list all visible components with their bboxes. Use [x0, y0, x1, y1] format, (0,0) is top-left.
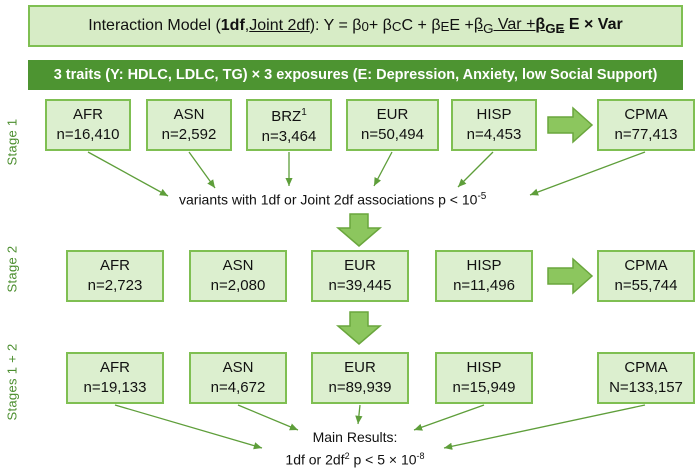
cohort-label: HISP: [476, 106, 512, 123]
header-1df: 1df: [220, 17, 245, 34]
sample-size: n=16,410: [56, 126, 120, 143]
main-results: Main Results: 1df or 2df2 p < 5 × 10-8: [270, 428, 440, 470]
header-joint: Joint 2df: [249, 17, 310, 34]
betag: β: [473, 15, 484, 33]
stage12-afr-box: AFR n=19,133: [66, 352, 164, 404]
sample-size: n=3,464: [261, 128, 317, 145]
header-plus3: E +: [449, 17, 474, 34]
sample-size: n=19,133: [83, 379, 147, 396]
sample-size: n=50,494: [361, 126, 424, 143]
connector-cpma-variants: [529, 151, 646, 196]
sample-size: n=2,592: [161, 126, 217, 143]
connector-cpma-results: [443, 404, 646, 450]
stage1-cpma-box: CPMA n=77,413: [597, 99, 695, 151]
sample-size: N=133,157: [609, 379, 683, 396]
stage12-asn-box: ASN n=4,672: [189, 352, 287, 404]
betac-sub: C: [391, 18, 402, 34]
betage-term: βGE E × Var: [535, 16, 622, 36]
cohort-label: EUR: [344, 257, 376, 274]
cohort-label: HISP: [466, 257, 502, 274]
connector-afr-results: [114, 404, 263, 450]
cohort-label: ASN: [222, 359, 254, 376]
cohort-label: HISP: [466, 359, 502, 376]
stage1-asn-box: ASN n=2,592: [146, 99, 232, 151]
cohort-label: ASN: [222, 257, 254, 274]
main-results-exponent: -8: [416, 451, 425, 461]
betag-sub: G: [483, 21, 494, 37]
header-plus2: C + β: [401, 17, 441, 34]
block-arrow-down-1: [335, 213, 383, 247]
sample-size: n=2,723: [87, 277, 143, 294]
stage2-eur-box: EUR n=39,445: [311, 250, 409, 302]
cohort-label: AFR: [73, 106, 103, 123]
stage12-eur-box: EUR n=89,939: [311, 352, 409, 404]
model-header: Interaction Model (1df, Joint 2df): Y = …: [28, 5, 683, 47]
variants-exponent: -5: [477, 191, 487, 202]
stage1-brz-box: BRZ1 n=3,464: [246, 99, 332, 151]
beta0-sub: 0: [361, 18, 369, 34]
cohort-label: ASN: [173, 106, 205, 123]
connector-eur-results: [355, 404, 363, 425]
block-arrow-down-2: [335, 311, 383, 345]
cohort-label: CPMA: [624, 106, 668, 123]
stage2-cpma-box: CPMA n=55,744: [597, 250, 695, 302]
stage2-asn-box: ASN n=2,080: [189, 250, 287, 302]
sample-size: n=39,445: [328, 277, 392, 294]
header-prefix: Interaction Model (: [88, 17, 221, 34]
stage12-hisp-box: HISP n=15,949: [435, 352, 533, 404]
sample-size: n=15,949: [452, 379, 516, 396]
header-comma: ,: [244, 17, 250, 34]
cohort-label: EUR: [344, 359, 376, 376]
header-plus1: + β: [368, 17, 392, 34]
header-eq: ): Y = β: [309, 17, 362, 34]
sample-size: n=2,080: [210, 277, 266, 294]
sample-size: n=4,453: [466, 126, 522, 143]
cohort-footnote: 1: [301, 107, 307, 118]
main-results-footnote: 2: [344, 451, 350, 461]
connector-asn-variants: [188, 151, 216, 189]
stage12-cpma-box: CPMA N=133,157: [597, 352, 695, 404]
connector-hisp-variants: [457, 151, 494, 188]
sample-size: n=89,939: [328, 379, 392, 396]
connector-eur-variants: [373, 151, 393, 187]
header-interaction: E × Var: [564, 15, 623, 33]
cohort-label: CPMA: [624, 359, 668, 376]
connector-afr-variants: [87, 151, 169, 197]
cohort-label: CPMA: [624, 257, 668, 274]
sample-size: n=4,672: [210, 379, 266, 396]
main-results-line-b: p < 5 × 10: [349, 451, 417, 468]
betag-term: βG Var +: [474, 16, 536, 36]
betage-u: βGE: [535, 15, 565, 37]
main-results-title: Main Results:: [312, 429, 398, 445]
connector-hisp-results: [413, 404, 485, 431]
stage2-hisp-box: HISP n=11,496: [435, 250, 533, 302]
block-arrow-right-stage2: [547, 257, 594, 295]
stage1-afr-box: AFR n=16,410: [45, 99, 131, 151]
variants-criterion: variants with 1df or Joint 2df associati…: [179, 191, 486, 208]
stage1-eur-box: EUR n=50,494: [346, 99, 439, 151]
cohort-label: AFR: [100, 359, 130, 376]
header-var: Var +: [493, 15, 536, 33]
main-results-line-a: 1df or 2df: [285, 451, 345, 468]
sample-size: n=55,744: [614, 277, 678, 294]
main-results-threshold: 1df or 2df2 p < 5 × 10-8: [270, 447, 440, 470]
variants-text: variants with 1df or Joint 2df associati…: [179, 191, 478, 208]
betage-sub: GE: [545, 21, 565, 37]
stage1-hisp-box: HISP n=4,453: [451, 99, 537, 151]
sample-size: n=11,496: [453, 277, 515, 294]
cohort-label: EUR: [376, 106, 409, 123]
block-arrow-right-stage1: [547, 106, 594, 144]
cohort-label: BRZ: [271, 108, 302, 125]
sample-size: n=77,413: [614, 126, 678, 143]
cohort-label: AFR: [100, 257, 130, 274]
betage: β: [535, 15, 546, 33]
cohort-label-wrap: BRZ1: [271, 103, 307, 127]
stage2-afr-box: AFR n=2,723: [66, 250, 164, 302]
connector-asn-results: [237, 404, 299, 431]
betae-sub: E: [440, 18, 450, 34]
traits-banner: 3 traits (Y: HDLC, LDLC, TG) × 3 exposur…: [28, 60, 683, 90]
